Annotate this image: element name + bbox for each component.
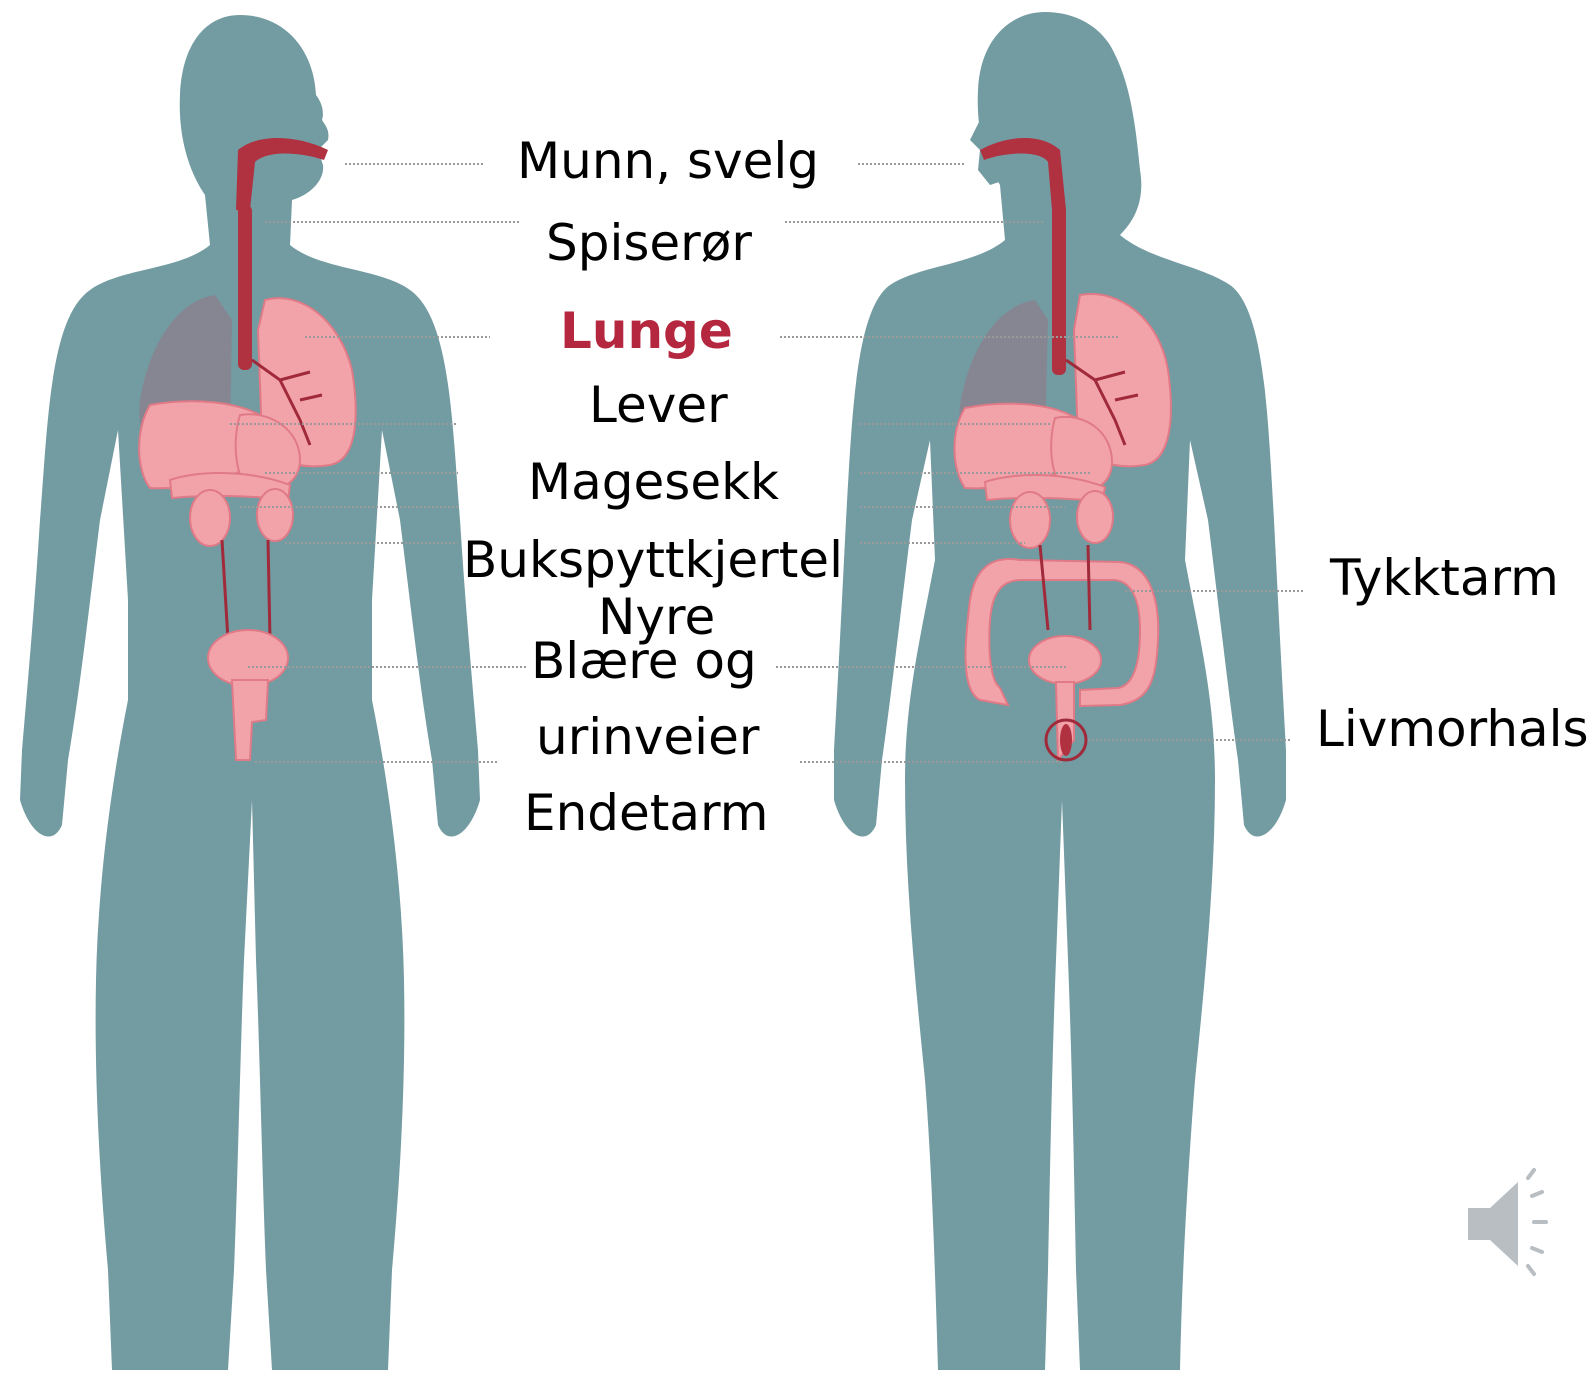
speaker-wave-4 xyxy=(1532,1248,1542,1252)
label-livmorhals: Livmorhals xyxy=(1316,704,1589,754)
speaker-wave-5 xyxy=(1528,1266,1534,1274)
speaker-wave-2 xyxy=(1532,1192,1542,1196)
label-bukspyttkjertel: Bukspyttkjertel xyxy=(463,535,843,585)
male-bladder xyxy=(208,630,288,686)
female-right-kidney xyxy=(1077,491,1113,543)
female-cervix xyxy=(1060,724,1072,756)
label-munn-svelg: Munn, svelg xyxy=(517,136,819,186)
female-figure xyxy=(834,12,1286,1370)
male-esophagus xyxy=(238,205,252,370)
male-left-kidney xyxy=(190,490,230,546)
label-lever: Lever xyxy=(589,380,728,430)
speaker-wave-1 xyxy=(1528,1170,1534,1178)
label-magesekk: Magesekk xyxy=(528,457,779,507)
female-esophagus xyxy=(1052,205,1066,375)
male-figure xyxy=(20,15,480,1370)
label-spiseror: Spiserør xyxy=(546,218,752,268)
male-right-kidney xyxy=(257,489,293,541)
speaker-cone xyxy=(1468,1182,1518,1266)
speaker-icon[interactable] xyxy=(1468,1170,1546,1274)
label-blaere-line2: urinveier xyxy=(536,712,759,762)
label-lunge: Lunge xyxy=(560,306,733,356)
label-tykktarm: Tykktarm xyxy=(1330,553,1559,603)
female-left-kidney xyxy=(1010,492,1050,548)
label-endetarm: Endetarm xyxy=(524,788,768,838)
label-blaere-line1: Blære og xyxy=(531,636,757,686)
female-bladder xyxy=(1029,636,1101,684)
